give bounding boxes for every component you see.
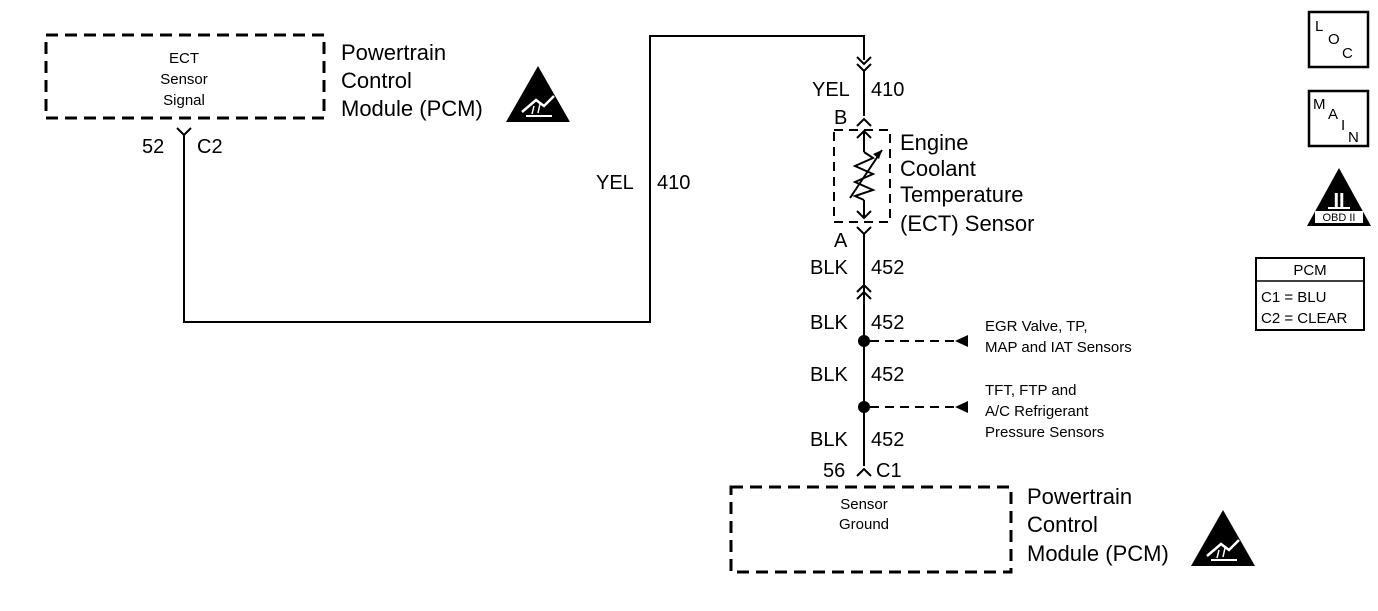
pcm-bottom-connector-pin: [856, 467, 872, 477]
svg-text:L: L: [1315, 18, 1323, 35]
svg-text:II: II: [1333, 190, 1344, 212]
svg-text:OBD II: OBD II: [1322, 212, 1355, 224]
splice-1: [858, 335, 870, 347]
pcm-bottom-pin-number: 56: [823, 460, 845, 482]
ect-pin-a: A: [834, 230, 848, 252]
main-icon[interactable]: M A I N: [1307, 89, 1370, 148]
ground-wire-4-color: BLK: [810, 429, 848, 451]
ground-wire-3-circuit: 452: [871, 364, 904, 386]
splice-2-line-3: Pressure Sensors: [985, 424, 1104, 441]
pcm-top-title-line-3: Module (PCM): [341, 96, 483, 121]
pcm-legend-row-2: C2 = CLEAR: [1261, 310, 1347, 327]
inline-connector-bottom: [856, 283, 872, 300]
ect-title-line-1: Engine: [900, 130, 969, 155]
ect-sensor-box: [833, 129, 891, 223]
pcm-bottom-title-line-1: Powertrain: [1027, 484, 1132, 509]
pcm-top-connector-pin: [176, 127, 192, 137]
svg-text:M: M: [1313, 96, 1326, 113]
esd-warning-icon: [1191, 510, 1255, 566]
svg-text:C: C: [1342, 45, 1353, 62]
ground-wire-4-circuit: 452: [871, 429, 904, 451]
pcm-top-connector-id: C2: [197, 136, 223, 158]
loc-icon[interactable]: L O C: [1307, 10, 1370, 69]
ect-title-line-4: (ECT) Sensor: [900, 211, 1034, 236]
pcm-top-title-line-2: Control: [341, 68, 412, 93]
pcm-connector-legend: PCM C1 = BLU C2 = CLEAR: [1255, 257, 1365, 331]
esd-warning-icon: [506, 66, 570, 122]
ect-pin-b-connector: [856, 117, 872, 127]
pcm-top-pin-number: 52: [142, 136, 164, 158]
wire-top-circuit: 410: [871, 79, 904, 101]
pcm-top-box-line-1: ECT: [169, 50, 199, 67]
svg-text:I: I: [1341, 117, 1345, 134]
pcm-top-box: [44, 33, 326, 120]
pcm-bottom-box: [729, 485, 1013, 574]
pcm-top-module: ECT Sensor Signal Powertrain Control Mod…: [44, 33, 570, 158]
pcm-bottom-box-line-1: Sensor: [840, 496, 888, 513]
svg-text:N: N: [1348, 129, 1359, 146]
ect-sensor: YEL 410 B Engine Coolant Temperature (EC…: [812, 56, 1034, 252]
yel-410-wire-path: [183, 35, 865, 323]
splice-2-line-1: TFT, FTP and: [985, 382, 1076, 399]
ect-title-line-2: Coolant: [900, 156, 976, 181]
ground-wire-1-color: BLK: [810, 257, 848, 279]
ground-wire-3-color: BLK: [810, 364, 848, 386]
ect-pin-b: B: [834, 107, 847, 129]
wire-left-circuit: 410: [657, 172, 690, 194]
pcm-bottom-box-line-2: Ground: [839, 516, 889, 533]
ground-wire-1-circuit: 452: [871, 257, 904, 279]
pcm-top-title-line-1: Powertrain: [341, 40, 446, 65]
ect-pin-a-connector: [856, 226, 872, 236]
svg-text:A: A: [1328, 106, 1338, 123]
pcm-bottom-connector-id: C1: [876, 460, 902, 482]
splice-1-line-1: EGR Valve, TP,: [985, 318, 1088, 335]
splice-1-line-2: MAP and IAT Sensors: [985, 339, 1132, 356]
splice-2-line-2: A/C Refrigerant: [985, 403, 1089, 420]
ground-wire-2-circuit: 452: [871, 312, 904, 334]
pcm-top-box-line-2: Sensor: [160, 71, 208, 88]
ground-wire-2-color: BLK: [810, 312, 848, 334]
splice-2-arrow-icon: [955, 401, 968, 413]
svg-text:O: O: [1328, 31, 1340, 48]
splice-1-arrow-icon: [955, 335, 968, 347]
pcm-top-box-line-3: Signal: [163, 92, 205, 109]
obd-ii-icon[interactable]: II OBD II: [1307, 168, 1371, 226]
splice-2: [858, 401, 870, 413]
pcm-bottom-module: 56 C1 Sensor Ground Powertrain Control M…: [729, 460, 1255, 574]
wire-top-color: YEL: [812, 79, 850, 101]
ect-title-line-3: Temperature: [900, 182, 1024, 207]
pcm-bottom-title-line-2: Control: [1027, 512, 1098, 537]
blk-452-wire: BLK 452 BLK 452 EGR Valve, TP, MAP and I…: [810, 234, 1132, 466]
pcm-legend-title: PCM: [1293, 262, 1326, 279]
wire-left-color: YEL: [596, 172, 634, 194]
pcm-bottom-title-line-3: Module (PCM): [1027, 541, 1169, 566]
pcm-legend-row-1: C1 = BLU: [1261, 289, 1326, 306]
yel-410-wire: YEL 410: [183, 35, 865, 323]
